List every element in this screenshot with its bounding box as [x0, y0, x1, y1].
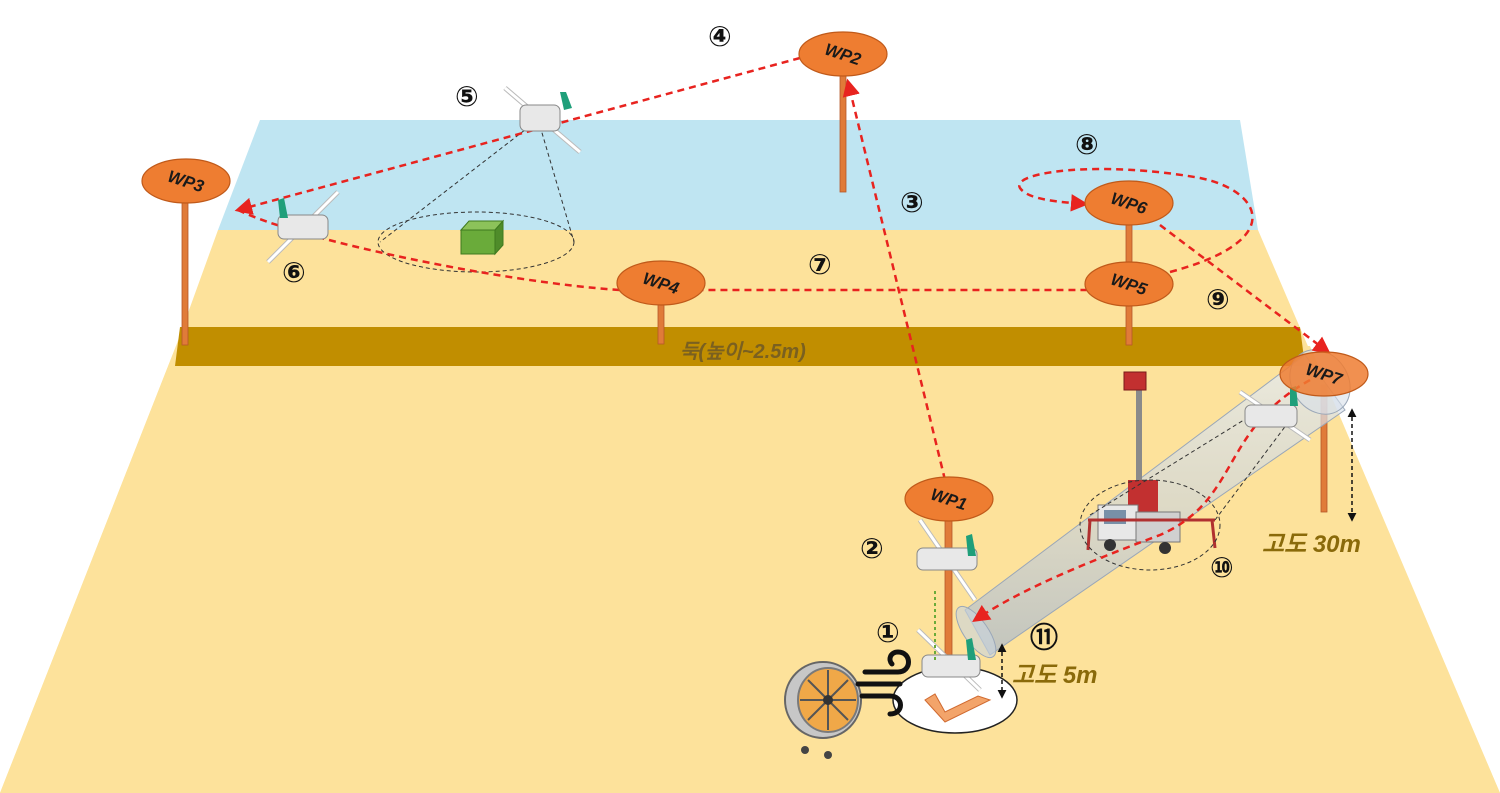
waypoint-wp6: WP6: [1084, 180, 1174, 226]
crane-truck: [1086, 371, 1217, 554]
target-box: [459, 219, 505, 256]
step-2: ②: [860, 532, 884, 565]
waypoint-wp5: WP5: [1084, 261, 1174, 307]
altitude-label-30m: 고도 30m: [1262, 531, 1361, 558]
path-leg-8: [1018, 167, 1254, 274]
landing-marker: [924, 693, 992, 723]
step-5: ⑤: [455, 80, 479, 113]
drone-wp7: [1238, 386, 1312, 443]
wind-icon: [855, 649, 911, 717]
levee: [175, 327, 1305, 366]
path-leg-3: [842, 78, 947, 481]
flight-path: [234, 56, 1331, 622]
waypoint-wp2: WP2: [798, 31, 888, 77]
step-3: ③: [900, 186, 924, 219]
step-6: ⑥: [282, 256, 306, 289]
step-7: ⑦: [808, 248, 832, 281]
drone-wp6: [266, 190, 340, 264]
drone-takeoff: [916, 590, 982, 692]
step-10: ⑩: [1210, 551, 1234, 584]
drone-wp1: [916, 518, 978, 602]
waypoint-wp4: WP4: [616, 260, 706, 306]
step-8: ⑧: [1075, 128, 1099, 161]
step-9: ⑨: [1206, 283, 1230, 316]
water-area: [218, 120, 1258, 230]
path-leg-4: [234, 56, 801, 215]
ground-near: [0, 346, 1500, 793]
levee-label: 둑(높이~2.5m): [680, 341, 806, 363]
crane-clearance-ellipse: [1079, 409, 1291, 571]
drone-wp5: [503, 86, 582, 154]
step-1: ①: [876, 616, 900, 649]
waypoint-wp3: WP3: [141, 158, 231, 204]
step-4: ④: [708, 20, 732, 53]
step-11: ⑪: [1030, 621, 1058, 654]
waypoint-wp1: WP1: [904, 476, 994, 522]
wind-fan: [784, 661, 862, 759]
waypoint-wp7: WP7: [1279, 351, 1369, 397]
path-leg-10: [972, 378, 1311, 622]
path-leg-7: [237, 208, 1090, 292]
altitude-label-5m: 고도 5m: [1012, 662, 1098, 689]
